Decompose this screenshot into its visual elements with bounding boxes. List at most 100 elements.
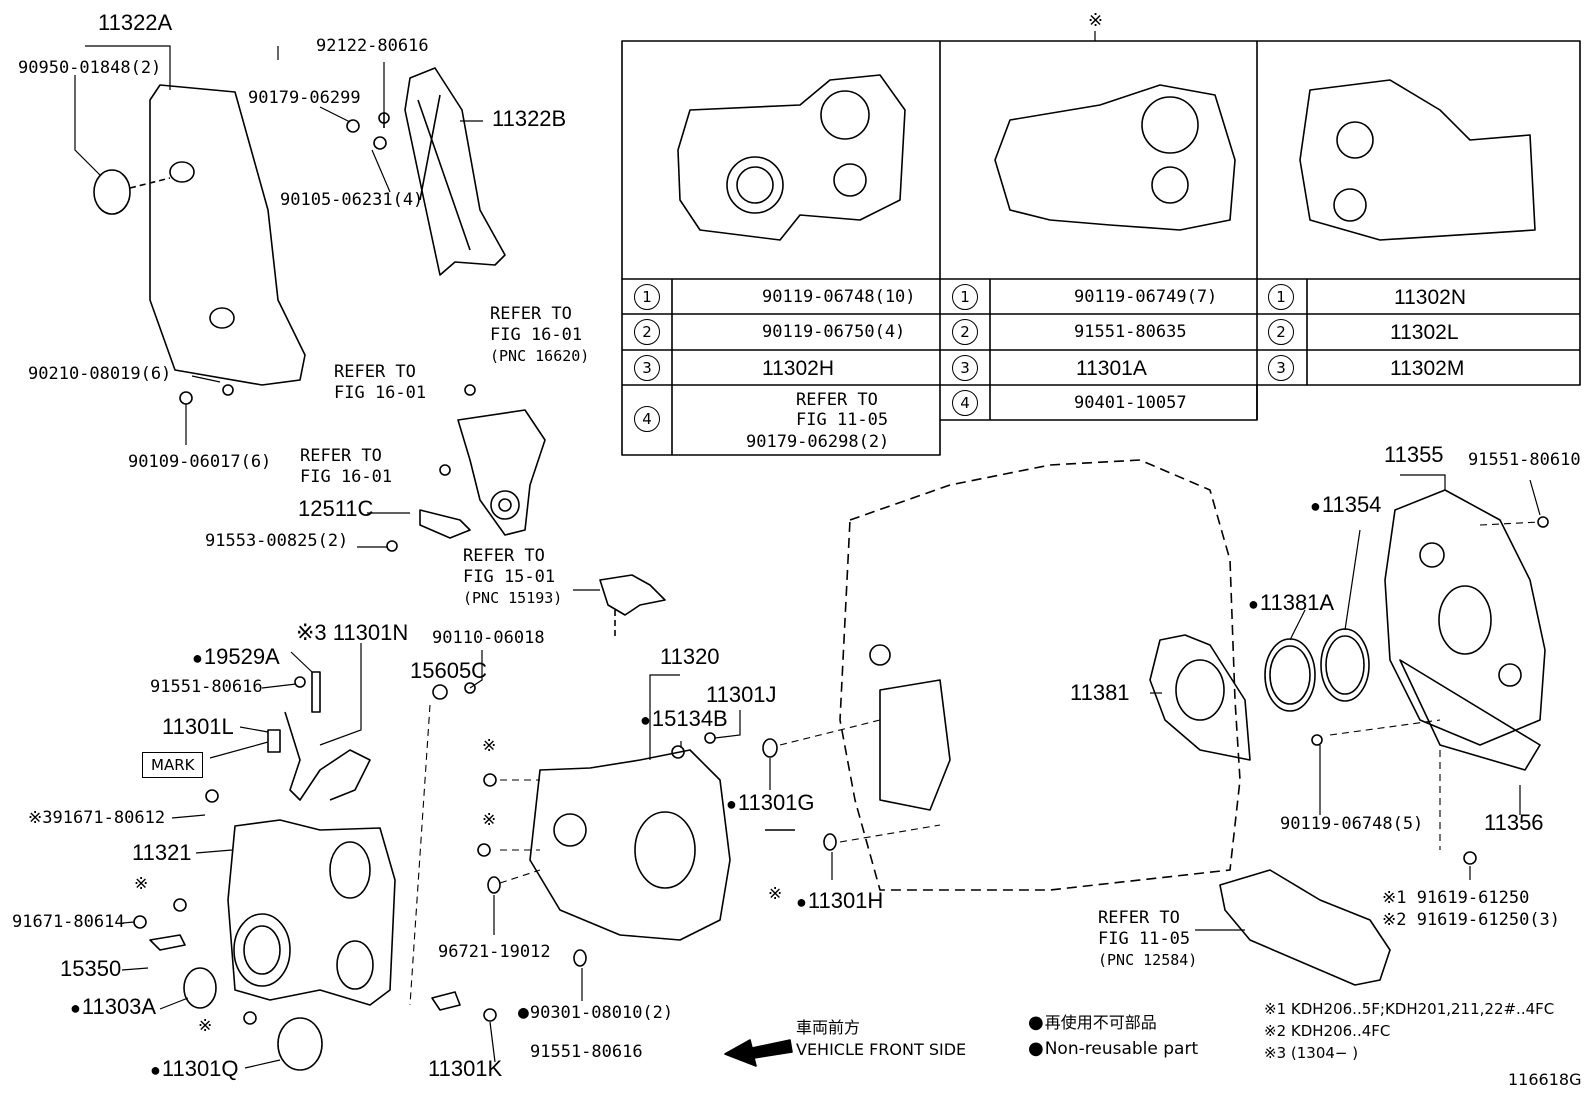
table-c3-r3-num: 3 bbox=[1268, 355, 1294, 381]
label-ref1105c: (PNC 12584) bbox=[1098, 951, 1198, 969]
label-90119-748: 90119-06748(5) bbox=[1280, 814, 1424, 834]
inset-cover-3 bbox=[1299, 79, 1536, 241]
tensioner-bracket bbox=[457, 409, 546, 536]
label-91619a: ※1 91619-61250 bbox=[1382, 888, 1530, 908]
legend-direction-en: VEHICLE FRONT SIDE bbox=[796, 1040, 967, 1059]
label-15134B: 15134B bbox=[640, 708, 728, 730]
rear-end-plate bbox=[1384, 489, 1546, 746]
legend-nonreusable-en: Non-reusable part bbox=[1028, 1040, 1198, 1058]
table-c2-r2-num: 2 bbox=[952, 319, 978, 345]
label-11320: 11320 bbox=[660, 644, 720, 669]
label-ref1601a: REFER TO bbox=[490, 304, 572, 324]
label-star3: ※ bbox=[482, 736, 497, 756]
label-star5: ※ bbox=[768, 884, 783, 904]
label-ref1501b: FIG 15-01 bbox=[463, 567, 556, 587]
label-90301: 90301-08010(2) bbox=[518, 1004, 673, 1022]
label-11356: 11356 bbox=[1484, 810, 1544, 835]
gasket bbox=[599, 574, 666, 616]
inset-cover-2 bbox=[994, 84, 1236, 231]
table-c3-r2-num: 2 bbox=[1268, 319, 1294, 345]
label-ref1601b2: FIG 16-01 bbox=[334, 383, 427, 403]
label-11381A: 11381A bbox=[1248, 592, 1334, 614]
label-90110: 90110-06018 bbox=[432, 628, 545, 648]
table-c1-r4-num: 4 bbox=[634, 406, 660, 432]
table-c1-r4-ref1: REFER TO bbox=[796, 390, 878, 410]
label-11321: 11321 bbox=[132, 840, 192, 865]
table-c1-r4-part: 90179-06298(2) bbox=[746, 432, 890, 452]
label-19529A: 19529A bbox=[192, 646, 280, 668]
diagram-id: 116618G bbox=[1508, 1070, 1582, 1089]
label-91551-616a: 91551-80616 bbox=[150, 677, 263, 697]
label-91551-610: 91551-80610 bbox=[1468, 450, 1581, 470]
label-12511C: 12511C bbox=[298, 496, 374, 521]
inset-cover-1 bbox=[677, 74, 906, 241]
label-ref1105: REFER TO bbox=[1098, 908, 1180, 928]
table-c2-r4-num: 4 bbox=[952, 390, 978, 416]
label-11381: 11381 bbox=[1070, 680, 1130, 705]
label-11301H: 11301H bbox=[796, 890, 883, 912]
table-c2-r3-part: 11301A bbox=[1076, 357, 1147, 380]
alignment-lines bbox=[409, 521, 1541, 1006]
front-arrow bbox=[724, 1039, 793, 1067]
legend-direction-jp: 車両前方 bbox=[796, 1018, 861, 1037]
table-c3-r1-num: 1 bbox=[1268, 284, 1294, 310]
label-ref1601c: REFER TO bbox=[300, 446, 382, 466]
label-ref1601a3: (PNC 16620) bbox=[490, 347, 590, 365]
label-11354: 11354 bbox=[1310, 494, 1382, 516]
inset-frame bbox=[621, 40, 1581, 280]
label-11301G: 11301G bbox=[726, 792, 815, 814]
table-c3-r3-part: 11302M bbox=[1390, 357, 1465, 380]
oil-pan-ref bbox=[1219, 869, 1391, 986]
label-90950: 90950-01848(2) bbox=[18, 58, 162, 78]
label-11301N: ※3 11301N bbox=[296, 620, 409, 645]
label-star1: ※ bbox=[134, 874, 149, 894]
table-c3-r1-part: 11302N bbox=[1394, 286, 1467, 309]
label-star4: ※ bbox=[482, 810, 497, 830]
front-cover bbox=[227, 819, 396, 1006]
label-90109: 90109-06017(6) bbox=[128, 452, 272, 472]
table-c2-r1-part: 90119-06749(7) bbox=[1074, 287, 1218, 307]
mark-box: MARK bbox=[142, 752, 204, 778]
legend-nonreusable-jp: 再使用不可部品 bbox=[1028, 1014, 1157, 1032]
label-91671-612: ※391671-80612 bbox=[28, 808, 166, 828]
label-top-mark: ※ bbox=[1088, 10, 1104, 31]
table-c3-r2-part: 11302L bbox=[1390, 321, 1459, 344]
label-ref1601b: REFER TO bbox=[334, 362, 416, 382]
timing-cover-plate bbox=[404, 67, 506, 276]
table-c1-r1-part: 90119-06748(10) bbox=[762, 287, 916, 307]
legend-note1: ※1 KDH206..5F;KDH201,211,22#..4FC bbox=[1264, 1000, 1555, 1018]
label-90105: 90105-06231(4) bbox=[280, 190, 424, 210]
timing-cover-upper bbox=[149, 84, 306, 386]
label-11322B: 11322B bbox=[492, 106, 567, 131]
legend-note3: ※3 (1304− ) bbox=[1264, 1044, 1359, 1062]
leader-lines bbox=[74, 31, 1541, 1069]
label-11301Q: 11301Q bbox=[150, 1058, 239, 1080]
table-c1-r3-part: 11302H bbox=[762, 357, 835, 380]
label-91551-616b: 91551-80616 bbox=[530, 1042, 643, 1062]
sensor-harness bbox=[284, 711, 371, 801]
label-ref1501: REFER TO bbox=[463, 546, 545, 566]
label-90210: 90210-08019(6) bbox=[28, 364, 172, 384]
table-c1-r2-part: 90119-06750(4) bbox=[762, 322, 906, 342]
table-c2-r1-num: 1 bbox=[952, 284, 978, 310]
label-11303A: 11303A bbox=[70, 996, 156, 1018]
table-c2-r4-part: 90401-10057 bbox=[1074, 393, 1187, 413]
table-c1-r4-ref2: FIG 11-05 bbox=[796, 410, 889, 430]
label-ref1501c: (PNC 15193) bbox=[463, 589, 563, 607]
label-91553: 91553-00825(2) bbox=[205, 531, 349, 551]
legend-note2: ※2 KDH206..4FC bbox=[1264, 1022, 1391, 1040]
table-c2-r3-num: 3 bbox=[952, 355, 978, 381]
table-c1-r3-num: 3 bbox=[634, 355, 660, 381]
label-11322A: 11322A bbox=[98, 10, 173, 35]
label-92122: 92122-80616 bbox=[316, 36, 429, 56]
label-star2: ※ bbox=[198, 1016, 213, 1036]
label-11355: 11355 bbox=[1384, 442, 1444, 467]
label-11301J: 11301J bbox=[706, 682, 777, 707]
label-11301L: 11301L bbox=[162, 714, 234, 739]
table-c1-r2-num: 2 bbox=[634, 319, 660, 345]
label-ref1601a2: FIG 16-01 bbox=[490, 325, 583, 345]
label-96721: 96721-19012 bbox=[438, 942, 551, 962]
label-15605C: 15605C bbox=[410, 658, 488, 683]
